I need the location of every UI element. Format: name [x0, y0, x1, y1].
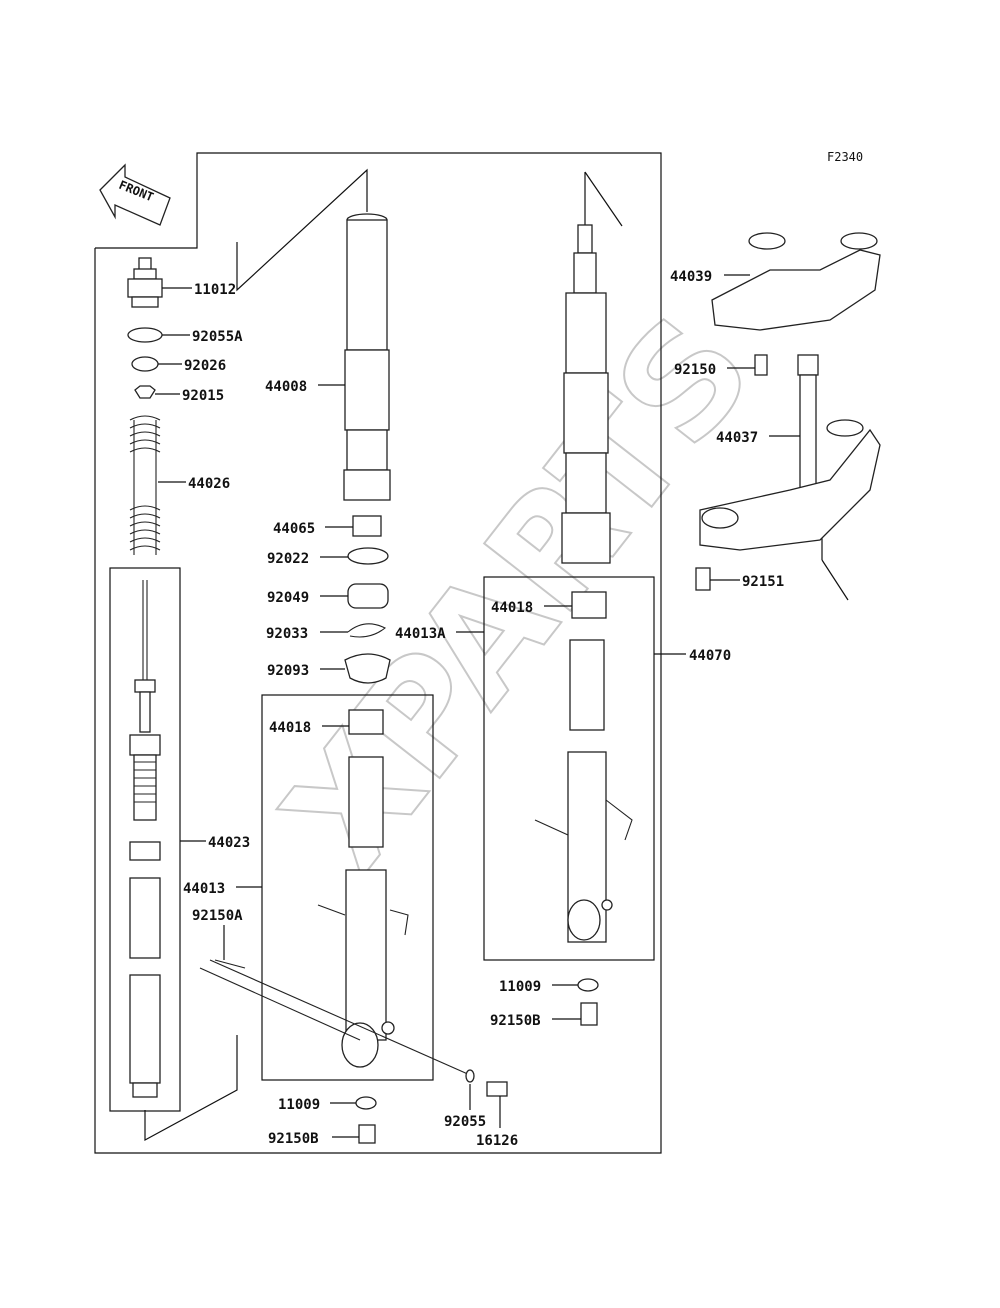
label-92055A: 92055A: [192, 329, 243, 345]
bolt-16126: [486, 1081, 508, 1097]
label-44018-right: 44018: [491, 600, 533, 616]
front-arrow-icon: FRONT: [99, 163, 171, 226]
axle-bolts: [199, 959, 471, 1076]
label-92150B-right: 92150B: [490, 1013, 541, 1029]
label-92150: 92150: [674, 362, 716, 378]
label-92150A: 92150A: [192, 908, 243, 924]
left-lower-leg: [317, 709, 409, 1068]
label-92049: 92049: [267, 590, 309, 606]
washer-11009-right: [577, 978, 599, 992]
bolt-92150: [754, 354, 768, 376]
circlip: [347, 623, 387, 638]
bolt-92151: [695, 567, 711, 591]
label-44013A: 44013A: [395, 626, 446, 642]
label-44026: 44026: [188, 476, 230, 492]
guide-bushing: [352, 515, 382, 537]
label-92150B-left: 92150B: [268, 1131, 319, 1147]
spring-washer: [347, 547, 389, 565]
damper-rod: [129, 580, 161, 861]
label-44039: 44039: [670, 269, 712, 285]
o-ring: [127, 327, 163, 343]
washer-11009-left: [355, 1096, 377, 1110]
damper-cylinder: [129, 877, 161, 1098]
label-92015: 92015: [182, 388, 224, 404]
right-lower-box: [483, 576, 655, 961]
label-44008: 44008: [265, 379, 307, 395]
ring-92055: [465, 1069, 475, 1083]
label-44065: 44065: [273, 521, 315, 537]
inner-fork-tube-right: [561, 224, 611, 564]
fork-spring: [129, 415, 161, 555]
steering-stem: [699, 354, 881, 551]
bolt-92150B-right: [580, 1002, 598, 1026]
label-44070: 44070: [689, 648, 731, 664]
label-11009-left: 11009: [278, 1097, 320, 1113]
callouts: 11012 92055A 92026 92015 44026 44008 440…: [155, 269, 800, 1149]
bushing-44018-right: [571, 591, 607, 619]
bolt-92150B-left: [358, 1124, 376, 1144]
main-frame: [94, 152, 662, 1154]
label-44023: 44023: [208, 835, 250, 851]
label-44013: 44013: [183, 881, 225, 897]
label-92033: 92033: [266, 626, 308, 642]
label-92022: 92022: [267, 551, 309, 567]
label-44018-left: 44018: [269, 720, 311, 736]
nut: [134, 385, 156, 399]
label-11012: 11012: [194, 282, 236, 298]
label-92093: 92093: [267, 663, 309, 679]
upper-bracket: [711, 232, 881, 331]
label-16126: 16126: [476, 1133, 518, 1149]
fork-cap-bolt: [127, 257, 163, 308]
label-44037: 44037: [716, 430, 758, 446]
washer: [131, 356, 159, 372]
dust-seal: [344, 653, 391, 684]
figure-code: F2340: [827, 150, 863, 164]
label-92151: 92151: [742, 574, 784, 590]
oil-seal: [347, 583, 389, 609]
label-11009-right: 11009: [499, 979, 541, 995]
label-92026: 92026: [184, 358, 226, 374]
label-92055: 92055: [444, 1114, 486, 1130]
right-lower-leg: [534, 639, 633, 943]
inner-fork-tube-left: [343, 213, 391, 501]
